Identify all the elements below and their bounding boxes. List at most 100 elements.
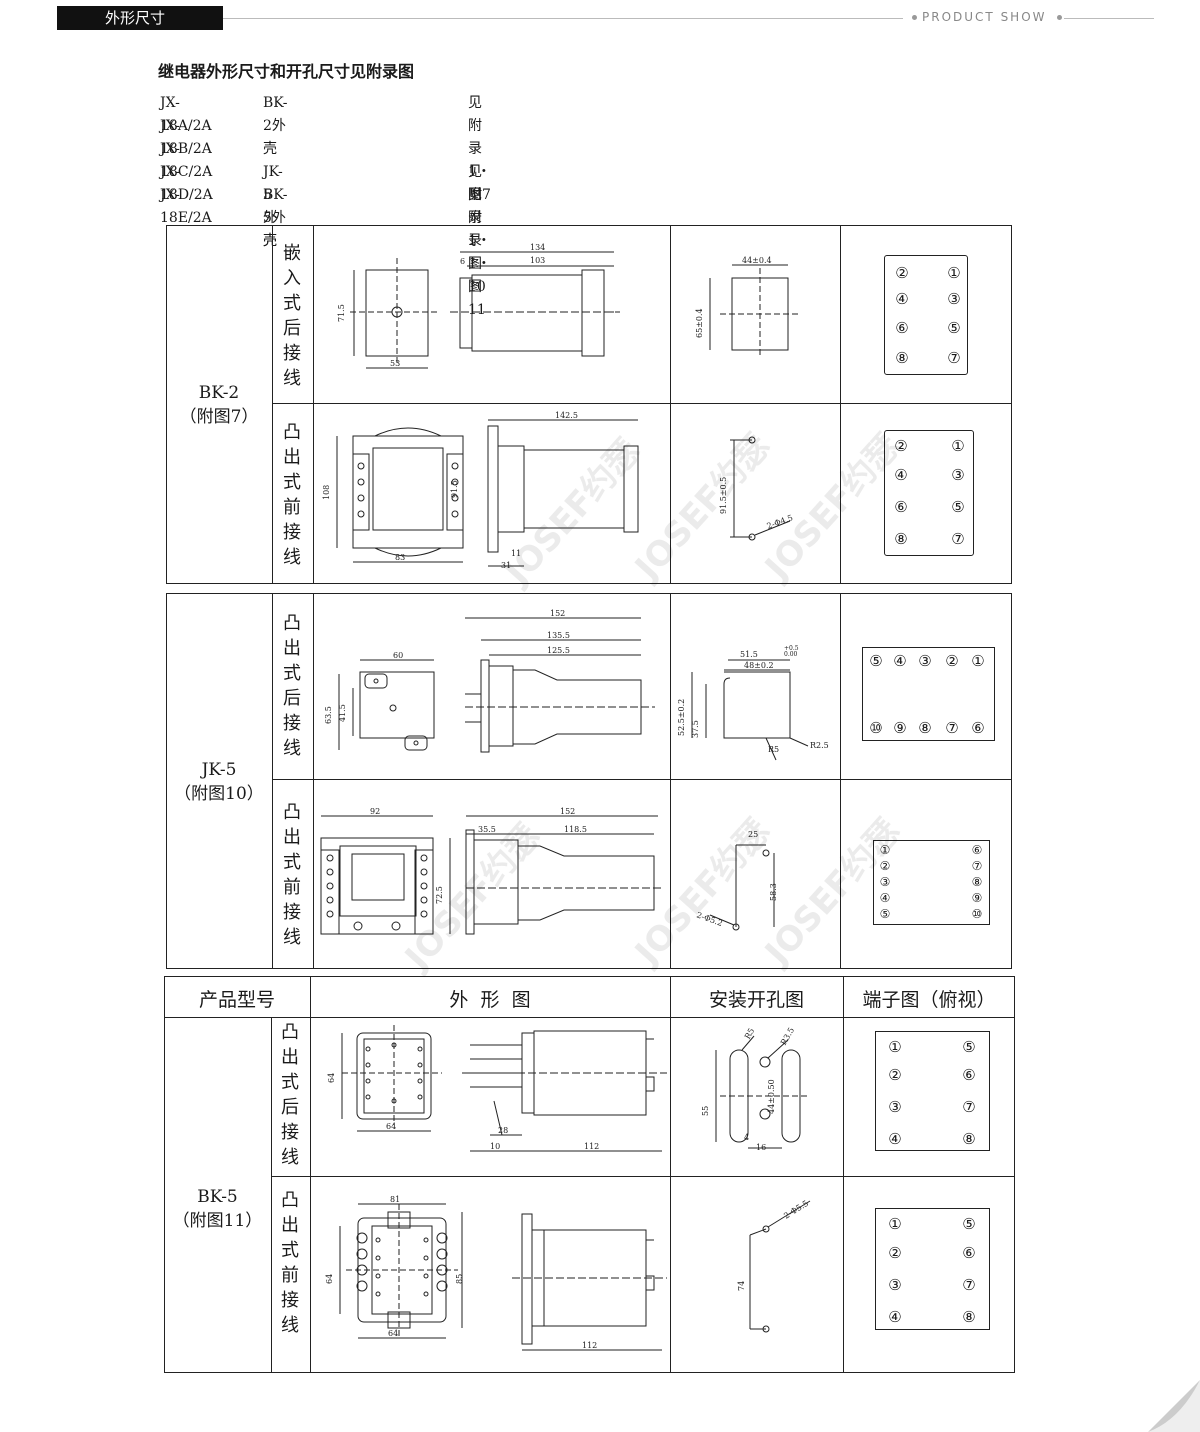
dim-label: 11	[511, 549, 521, 558]
terminal-number: ②	[894, 437, 908, 455]
terminal-diagram: ⑤ ④ ③ ② ① ⑩ ⑨ ⑧ ⑦ ⑥	[862, 647, 995, 741]
dim-label: 4	[744, 1133, 749, 1142]
terminal-number: ③	[888, 1098, 902, 1116]
mount-type: 凸出式前接线	[281, 1190, 299, 1336]
dim-label: 83	[395, 553, 405, 562]
figure-label: （附图11）	[172, 1211, 263, 1231]
front-view	[359, 671, 435, 739]
terminal-number: ⑨	[971, 891, 983, 905]
dim-label: 64	[388, 1329, 398, 1338]
col-divider	[313, 225, 314, 584]
model-code: JX-18D/2A	[160, 164, 213, 203]
terminal-diagram: ① ⑤ ② ⑥ ③ ⑦ ④ ⑧	[875, 1031, 990, 1151]
case-type: BK-5外壳	[263, 187, 288, 249]
dim-label: 112	[582, 1341, 597, 1350]
dim-label: 91.5±0.5	[719, 477, 728, 514]
col-divider	[670, 976, 671, 1373]
mount-type: 嵌入式后接线	[283, 243, 301, 389]
dim-label: 16	[756, 1143, 766, 1152]
terminal-number: ②	[895, 264, 909, 282]
dim-label: 48±0.2	[744, 661, 774, 670]
terminal-number: ⑥	[895, 319, 909, 337]
rear-cover	[581, 269, 605, 357]
dim-label: 35.5	[478, 825, 496, 834]
terminal-diagram: ② ① ④ ③ ⑥ ⑤ ⑧ ⑦	[884, 430, 974, 556]
col-divider	[840, 225, 841, 584]
header-cutout: 安装开孔图	[708, 989, 804, 1011]
terminal-number: ③	[918, 652, 932, 670]
bk2-embedded-cutout-drawing: 44±0.4 65±0.4	[695, 256, 798, 358]
bk5-table	[164, 976, 1015, 1373]
terminal-number: ⑤	[951, 498, 965, 516]
terminal-number: ③	[879, 875, 891, 889]
terminal-number: ③	[951, 466, 965, 484]
dim-label: 103	[530, 256, 545, 265]
bk2-table	[166, 225, 1012, 584]
bk2-front-outline-drawing: 108 83 91.5 142.5 11 31	[322, 411, 639, 570]
jk5-front-cutout-drawing: 25 58.3 2-Φ5.2	[695, 830, 778, 931]
terminal-number: ④	[895, 290, 909, 308]
flange	[459, 277, 473, 349]
terminal-number: ②	[945, 652, 959, 670]
dim-label: 125.5	[547, 646, 570, 655]
dim-label: 64	[325, 1274, 334, 1284]
bk5-front-cutout-drawing: 74 2-Φ5.5	[737, 1199, 811, 1333]
col-divider	[272, 593, 273, 969]
header-model: 产品型号	[198, 989, 275, 1011]
terminal-number: ④	[894, 466, 908, 484]
mount-type: 凸出式前接线	[283, 802, 301, 948]
terminal-number: ⑩	[869, 719, 883, 737]
terminal-number: ①	[888, 1038, 902, 1056]
header-outline: 外 形 图	[449, 989, 531, 1011]
dim-label: 2-Φ5.5	[782, 1199, 810, 1221]
mount-type: 凸出式前接线	[283, 422, 301, 568]
terminal-number: ⑧	[894, 530, 908, 548]
intro-text: 继电器外形尺寸和开孔尺寸见附录图	[158, 62, 415, 81]
terminal-diagram: ② ① ④ ③ ⑥ ⑤ ⑧ ⑦	[884, 255, 968, 375]
brand-label: PRODUCT SHOW	[922, 10, 1047, 24]
terminal-number: ⑧	[895, 349, 909, 367]
terminal-diagram: ① ⑤ ② ⑥ ③ ⑦ ④ ⑧	[875, 1208, 990, 1330]
terminal-number: ⑤	[869, 652, 883, 670]
dim-label: 74	[737, 1281, 746, 1291]
side-body	[471, 274, 583, 352]
dim-label: 0.00	[784, 651, 798, 658]
dim-label: 10	[490, 1142, 500, 1151]
dim-label: 44±0.4	[742, 256, 772, 265]
bk5-front-outline-drawing: 81 64 85 64 112	[325, 1195, 667, 1351]
terminal-number: ④	[879, 891, 891, 905]
terminal-number: ⑥	[971, 719, 985, 737]
terminal-number: ⑦	[962, 1098, 976, 1116]
dim-label: 64	[386, 1122, 396, 1131]
terminal-diagram: ① ⑥ ② ⑦ ③ ⑧ ④ ⑨ ⑤ ⑩	[873, 840, 990, 925]
terminal-number: ⑦	[945, 719, 959, 737]
model-name: JK-5	[201, 760, 237, 780]
col-divider	[310, 1017, 311, 1373]
case-type: BK-2外壳	[263, 95, 288, 157]
col-divider	[843, 976, 844, 1373]
bk5-rear-outline-drawing: 64 64 28 10 112	[327, 1025, 667, 1152]
row-divider	[272, 403, 1012, 404]
dim-label: 52.5±0.2	[677, 699, 686, 736]
row-divider	[164, 1017, 1015, 1018]
row-divider	[271, 1176, 1015, 1177]
terminal-number: ①	[879, 843, 891, 857]
dim-label: 25	[748, 830, 758, 839]
dim-label: 51.5	[740, 650, 758, 659]
dim-label: 71.5	[337, 304, 346, 322]
dim-label: 118.5	[564, 825, 587, 834]
terminal-number: ④	[893, 652, 907, 670]
col-divider	[272, 225, 273, 584]
section-tab: 外形尺寸	[57, 6, 223, 30]
dim-label: 81	[390, 1195, 400, 1204]
dim-label: 91.5	[450, 480, 459, 498]
dim-label: 64	[327, 1073, 336, 1083]
page-curl-decoration	[1148, 1380, 1200, 1432]
dim-label: 41.5	[338, 704, 347, 722]
dim-label: 58.3	[769, 883, 778, 901]
figure-label: （附图7）	[179, 407, 259, 427]
dim-label: 37.5	[691, 720, 700, 738]
terminal-number: ⑨	[893, 719, 907, 737]
terminal-number: ③	[888, 1276, 902, 1294]
terminal-number: ⑦	[971, 859, 983, 873]
